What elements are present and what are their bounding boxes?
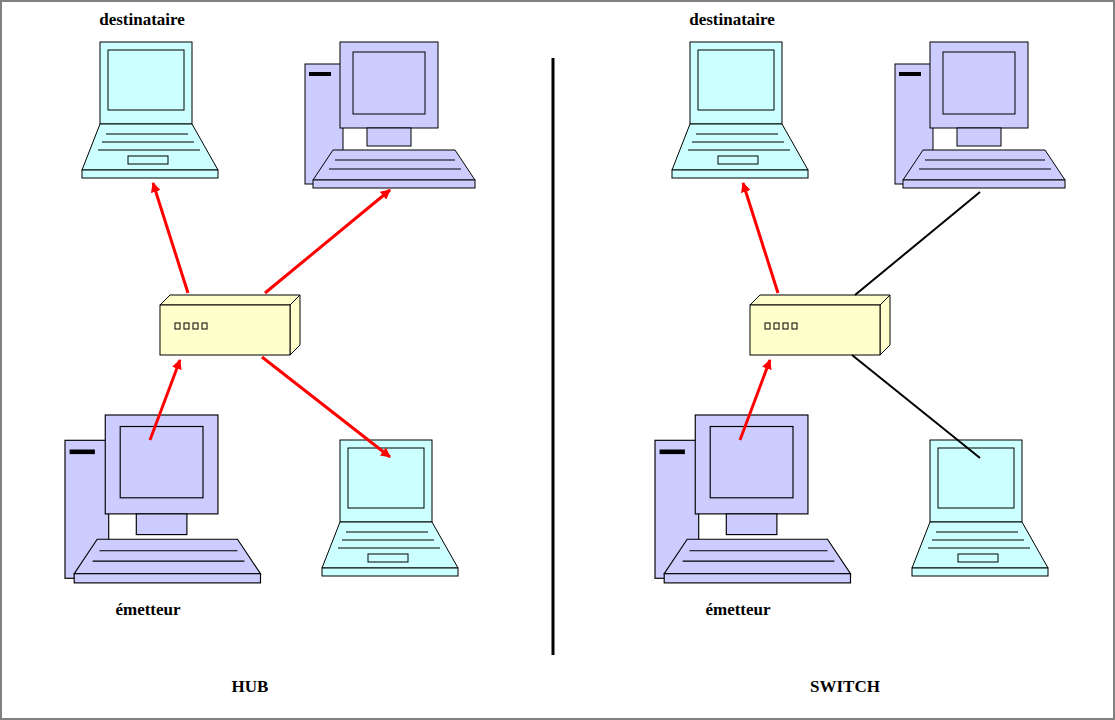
- hub-arrows: [150, 183, 390, 457]
- device-label: HUB: [232, 677, 269, 697]
- divider: [552, 58, 555, 655]
- recipient-label: destinataire: [99, 10, 185, 30]
- hub-network: [65, 42, 475, 583]
- sender-label: émetteur: [115, 600, 180, 620]
- switch-network: [655, 42, 1065, 583]
- switch-links: [740, 183, 980, 458]
- recipient-label: destinataire: [689, 10, 775, 30]
- device-label: SWITCH: [810, 677, 880, 697]
- sender-label: émetteur: [705, 600, 770, 620]
